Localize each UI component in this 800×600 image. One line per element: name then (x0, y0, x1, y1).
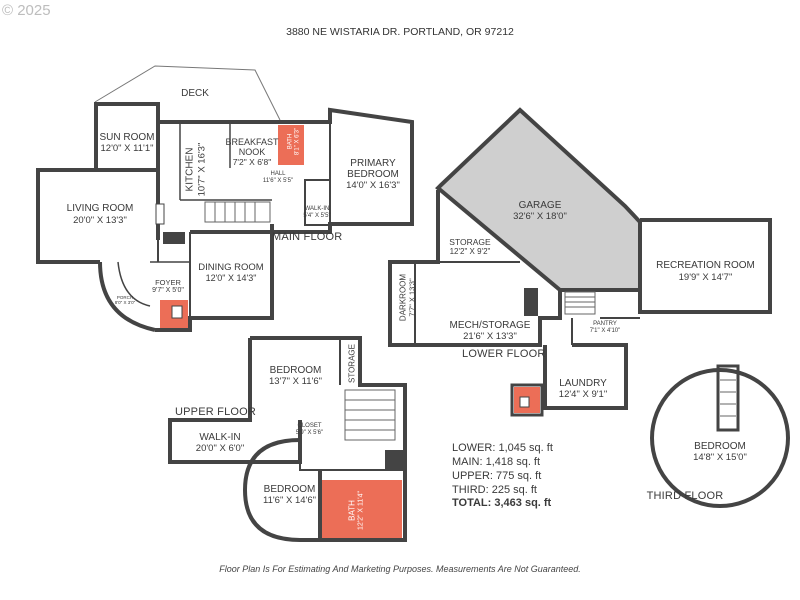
primary-bedroom-name2: BEDROOM (347, 169, 399, 180)
foyer-name: FOYER (155, 278, 181, 287)
main-bath-fill (278, 125, 304, 165)
deck-outline (94, 65, 281, 121)
main-bath-dim: 8'1" X 6'3" (294, 127, 301, 156)
pantry-name: PANTRY (593, 321, 617, 327)
copyright: © 2025 (2, 2, 51, 19)
sun-room-dim: 12'0" X 11'1" (100, 143, 154, 154)
kitchen-walls (158, 107, 414, 234)
breakfast-nook-name2: NOOK (238, 147, 266, 157)
address: 3880 NE WISTARIA DR. PORTLAND, OR 97212 (286, 26, 514, 38)
kitchen-dim: 10'7" X 16'3" (196, 142, 208, 197)
dining-room-walls (155, 230, 274, 332)
porch-dim: 8'0" X 3'0" (114, 300, 136, 305)
disclaimer: Floor Plan Is For Estimating And Marketi… (219, 564, 581, 574)
upper-bath-dim: 12'2" X 11'4" (357, 490, 365, 531)
living-room-walls (36, 168, 158, 264)
third-bedroom-name: BEDROOM (694, 441, 746, 452)
pantry-dim: 7'1" X 4'10" (589, 328, 621, 334)
upper-round-bedroom-name: BEDROOM (263, 484, 316, 495)
upper-bath-walls (318, 460, 407, 542)
upper-round-bedroom-dim: 11'6" X 14'6" (263, 495, 316, 506)
darkroom-dim: 7'7" X 13'3" (407, 278, 417, 317)
laundry-dim: 12'4" X 9'1" (558, 389, 608, 400)
closet-dim: 5'9" X 5'6" (295, 430, 324, 436)
upper-bedroom-name: BEDROOM (269, 365, 322, 376)
living-room-name: LIVING ROOM (66, 203, 134, 214)
hall-name: HALL (270, 171, 286, 177)
garage-dim: 32'6" X 18'0" (513, 211, 567, 222)
foyer-dim: 9'7" X 5'0" (152, 287, 184, 294)
upper-bedroom-dim: 13'7" X 11'6" (269, 376, 322, 387)
area-lower: LOWER: 1,045 sq. ft (452, 442, 553, 454)
laundry-walls (543, 343, 628, 410)
walk-in-name: WALK-IN (304, 206, 330, 212)
living-room-dim: 20'0" X 13'3" (73, 215, 127, 226)
closet-name: CLOSET (297, 423, 322, 429)
upper-walkin-name: WALK-IN (199, 432, 241, 443)
area-main: MAIN: 1,418 sq. ft (452, 456, 541, 468)
recreation-room-walls (638, 218, 772, 314)
laundry-name: LAUNDRY (559, 378, 607, 389)
dining-room-dim: 12'0" X 14'3" (205, 273, 257, 283)
main-bath-name: BATH (287, 133, 294, 150)
third-bedroom-dim: 14'8" X 15'0" (693, 452, 747, 463)
porch-curve (98, 261, 156, 332)
mech-storage-name: MECH/STORAGE (449, 320, 531, 331)
dining-room-name: DINING ROOM (198, 262, 264, 273)
lower-storage-dim: 12'2" X 9'2" (449, 247, 491, 256)
garage-name: GARAGE (518, 200, 562, 211)
recreation-room-name: RECREATION ROOM (656, 260, 755, 271)
area-third: THIRD: 225 sq. ft (452, 484, 537, 496)
lower-floor-label: LOWER FLOOR (462, 348, 546, 360)
lower-half-bath-walls (510, 383, 544, 417)
lower-storage-name: STORAGE (449, 237, 491, 247)
mech-storage-dim: 21'6" X 13'3" (463, 331, 517, 342)
breakfast-nook-dim: 7'2" X 6'8" (232, 157, 272, 167)
sun-room-name: SUN ROOM (99, 132, 155, 143)
upper-bath-fill (322, 480, 402, 538)
area-total: TOTAL: 3,463 sq. ft (452, 497, 552, 509)
primary-bedroom-dim: 14'0" X 16'3" (346, 180, 400, 191)
hall-dim: 11'6" X 5'5" (262, 178, 294, 184)
breakfast-nook-name1: BREAKFAST (225, 137, 279, 147)
walk-in-dim: 5'4" X 5'5" (303, 213, 331, 219)
lower-main-walls (388, 190, 562, 347)
upper-bedroom-walls (250, 336, 407, 460)
upper-round-bedroom (242, 438, 320, 542)
kitchen-name: KITCHEN (184, 147, 196, 192)
recreation-room-dim: 19'9" X 14'7" (678, 272, 733, 283)
third-floor-round-room (650, 368, 790, 508)
upper-storage-name: STORAGE (347, 344, 357, 383)
porch-name: PORCH (116, 295, 134, 300)
area-upper: UPPER: 775 sq. ft (452, 470, 542, 482)
deck-label: DECK (181, 88, 209, 99)
upper-walkin-dim: 20'0" X 6'0" (195, 443, 245, 454)
third-floor-label: THIRD FLOOR (646, 490, 724, 502)
primary-bedroom-name1: PRIMARY (350, 158, 396, 169)
walk-in-closet-walls (304, 179, 331, 226)
main-floor-label: MAIN FLOOR (272, 231, 343, 243)
upper-floor-label: UPPER FLOOR (175, 406, 257, 418)
